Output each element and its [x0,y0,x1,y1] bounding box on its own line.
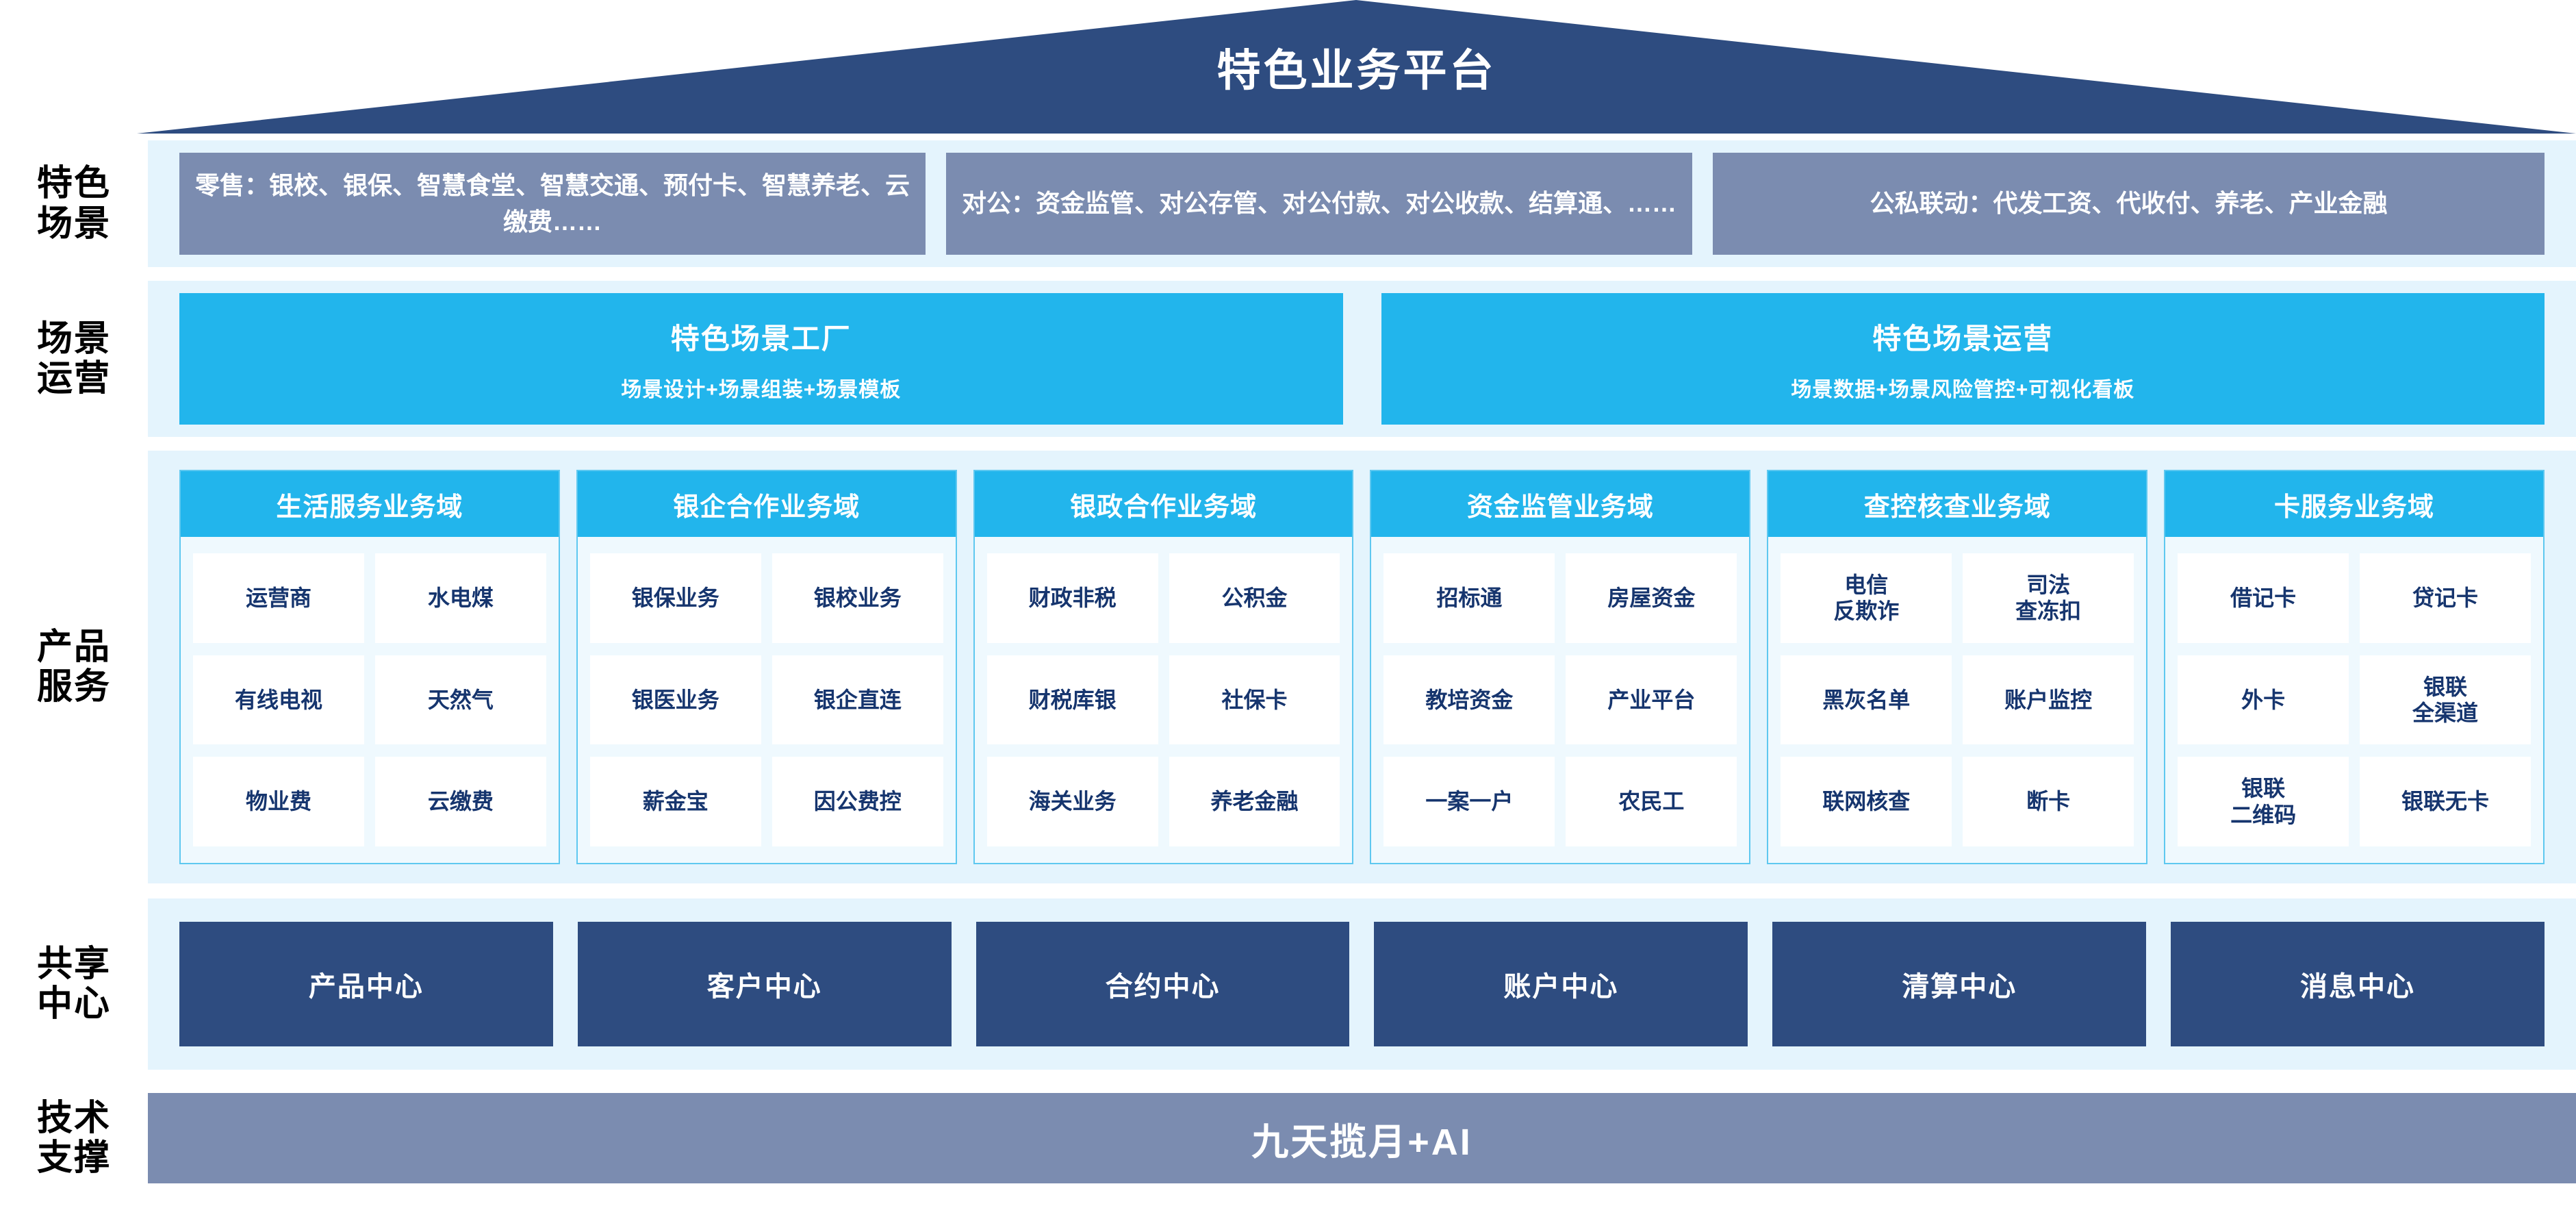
rail-ops-line2: 运营 [36,359,111,399]
rail-share-line2: 中心 [36,984,111,1024]
rail-tech-line2: 支撑 [36,1138,111,1178]
shared-center-product[interactable]: 产品中心 [179,922,553,1046]
product-cell[interactable]: 银保业务 [589,553,761,643]
product-cell[interactable]: 养老金融 [1169,757,1340,846]
product-cell[interactable]: 银联 全渠道 [2360,655,2531,745]
ops-box-scene-operation[interactable]: 特色场景运营 场景数据+场景风险管控+可视化看板 [1381,293,2545,425]
product-column-bank-government: 银政合作业务域 财政非税 公积金 财税库银 社保卡 海关业务 养老金融 [973,470,1354,864]
product-cell[interactable]: 贷记卡 [2360,553,2531,643]
product-cell-grid: 银保业务 银校业务 银医业务 银企直连 薪金宝 因公费控 [578,537,956,863]
product-column-card-service: 卡服务业务域 借记卡 贷记卡 外卡 银联 全渠道 银联 二维码 银联无卡 [2164,470,2545,864]
rail-scene-line1: 特色 [36,164,111,204]
product-cell[interactable]: 银校业务 [771,553,943,643]
shared-center-message[interactable]: 消息中心 [2171,922,2545,1046]
ops-operation-title: 特色场景运营 [1872,322,2054,355]
product-cell[interactable]: 农民工 [1566,757,1737,846]
shared-center-contract[interactable]: 合约中心 [975,922,1350,1046]
product-column-life-service: 生活服务业务域 运营商 水电煤 有线电视 天然气 物业费 云缴费 [179,470,560,864]
page-title: 特色业务平台 [1216,46,1496,95]
product-cell-grid: 电信 反欺诈 司法 查冻扣 黑灰名单 账户监控 联网核查 断卡 [1768,537,2146,863]
band-scene: 零售：银校、银保、智慧食堂、智慧交通、预付卡、智慧养老、云缴费…… 对公：资金监… [148,140,2576,267]
product-column-fund-supervision: 资金监管业务域 招标通 房屋资金 教培资金 产业平台 一案一户 农民工 [1370,470,1751,864]
rail-prod-line2: 服务 [36,667,111,707]
ops-box-scene-factory[interactable]: 特色场景工厂 场景设计+场景组装+场景模板 [179,293,1343,425]
product-cell[interactable]: 有线电视 [193,655,364,745]
product-column-header: 查控核查业务域 [1768,471,2147,537]
band-product-service: 生活服务业务域 运营商 水电煤 有线电视 天然气 物业费 云缴费 银企合作业务域… [148,451,2576,883]
ops-factory-subtitle: 场景设计+场景组装+场景模板 [621,378,902,401]
shared-center-settlement[interactable]: 清算中心 [1772,922,2147,1046]
product-cell[interactable]: 财税库银 [986,655,1158,745]
scene-box-retail[interactable]: 零售：银校、银保、智慧食堂、智慧交通、预付卡、智慧养老、云缴费…… [179,153,926,255]
product-cell[interactable]: 招标通 [1383,553,1555,643]
rail-label-operations: 场景 运营 [0,281,148,437]
product-cell[interactable]: 薪金宝 [589,757,761,846]
platform-roof: 特色业务平台 [137,0,2576,134]
product-cell-grid: 招标通 房屋资金 教培资金 产业平台 一案一户 农民工 [1371,537,1749,863]
product-cell[interactable]: 天然气 [374,655,546,745]
product-cell[interactable]: 司法 查冻扣 [1963,553,2134,643]
scene-box-corporate[interactable]: 对公：资金监管、对公存管、对公付款、对公收款、结算通、…… [946,153,1692,255]
product-column-bank-enterprise: 银企合作业务域 银保业务 银校业务 银医业务 银企直连 薪金宝 因公费控 [576,470,957,864]
product-cell[interactable]: 黑灰名单 [1781,655,1952,745]
rail-label-shared-center: 共享 中心 [0,898,148,1070]
product-cell-grid: 借记卡 贷记卡 外卡 银联 全渠道 银联 二维码 银联无卡 [2165,537,2543,863]
product-cell[interactable]: 账户监控 [1963,655,2134,745]
product-cell[interactable]: 社保卡 [1169,655,1340,745]
product-cell[interactable]: 外卡 [2178,655,2349,745]
scene-row: 零售：银校、银保、智慧食堂、智慧交通、预付卡、智慧养老、云缴费…… 对公：资金监… [148,140,2576,267]
product-cell[interactable]: 联网核查 [1781,757,1952,846]
ops-factory-title: 特色场景工厂 [670,322,852,355]
tech-support-bar[interactable]: 九天揽月+AI [148,1093,2576,1183]
product-cell[interactable]: 水电煤 [374,553,546,643]
band-shared-center: 产品中心 客户中心 合约中心 账户中心 清算中心 消息中心 [148,898,2576,1070]
product-cell[interactable]: 海关业务 [986,757,1158,846]
rail-prod-line1: 产品 [36,627,111,667]
rail-tech-line1: 技术 [36,1098,111,1138]
product-cell[interactable]: 财政非税 [986,553,1158,643]
product-column-header: 资金监管业务域 [1371,471,1750,537]
product-cell[interactable]: 因公费控 [771,757,943,846]
product-cell[interactable]: 断卡 [1963,757,2134,846]
product-cell[interactable]: 房屋资金 [1566,553,1737,643]
product-cell[interactable]: 公积金 [1169,553,1340,643]
product-cell-grid: 运营商 水电煤 有线电视 天然气 物业费 云缴费 [181,537,559,863]
product-cell[interactable]: 云缴费 [374,757,546,846]
product-column-header: 生活服务业务域 [181,471,559,537]
product-column-investigation-control: 查控核查业务域 电信 反欺诈 司法 查冻扣 黑灰名单 账户监控 联网核查 断卡 [1767,470,2148,864]
product-cell[interactable]: 教培资金 [1383,655,1555,745]
product-cell[interactable]: 银医业务 [589,655,761,745]
shared-center-account[interactable]: 账户中心 [1374,922,1748,1046]
product-cell-grid: 财政非税 公积金 财税库银 社保卡 海关业务 养老金融 [975,537,1353,863]
rail-label-tech-support: 技术 支撑 [0,1083,148,1193]
product-columns-row: 生活服务业务域 运营商 水电煤 有线电视 天然气 物业费 云缴费 银企合作业务域… [148,451,2576,883]
product-cell[interactable]: 物业费 [193,757,364,846]
product-cell[interactable]: 一案一户 [1383,757,1555,846]
rail-label-scene: 特色 场景 [0,140,148,267]
rail-share-line1: 共享 [36,944,111,984]
scene-box-public-private[interactable]: 公私联动：代发工资、代收付、养老、产业金融 [1713,153,2545,255]
product-cell[interactable]: 借记卡 [2178,553,2349,643]
product-cell[interactable]: 银联 二维码 [2178,757,2349,846]
rail-scene-line2: 场景 [36,203,111,244]
rail-ops-line1: 场景 [36,318,111,359]
band-operations: 特色场景工厂 场景设计+场景组装+场景模板 特色场景运营 场景数据+场景风险管控… [148,281,2576,437]
band-tech-support: 九天揽月+AI [148,1093,2576,1183]
operations-row: 特色场景工厂 场景设计+场景组装+场景模板 特色场景运营 场景数据+场景风险管控… [148,281,2576,437]
product-cell[interactable]: 银联无卡 [2360,757,2531,846]
product-column-header: 卡服务业务域 [2165,471,2543,537]
ops-operation-subtitle: 场景数据+场景风险管控+可视化看板 [1791,378,2135,401]
product-cell[interactable]: 运营商 [193,553,364,643]
product-column-header: 银政合作业务域 [974,471,1353,537]
product-cell[interactable]: 产业平台 [1566,655,1737,745]
product-column-header: 银企合作业务域 [577,471,956,537]
product-cell[interactable]: 电信 反欺诈 [1781,553,1952,643]
shared-center-customer[interactable]: 客户中心 [577,922,952,1046]
shared-center-row: 产品中心 客户中心 合约中心 账户中心 清算中心 消息中心 [148,898,2576,1070]
rail-label-product-service: 产品 服务 [0,451,148,883]
product-cell[interactable]: 银企直连 [771,655,943,745]
